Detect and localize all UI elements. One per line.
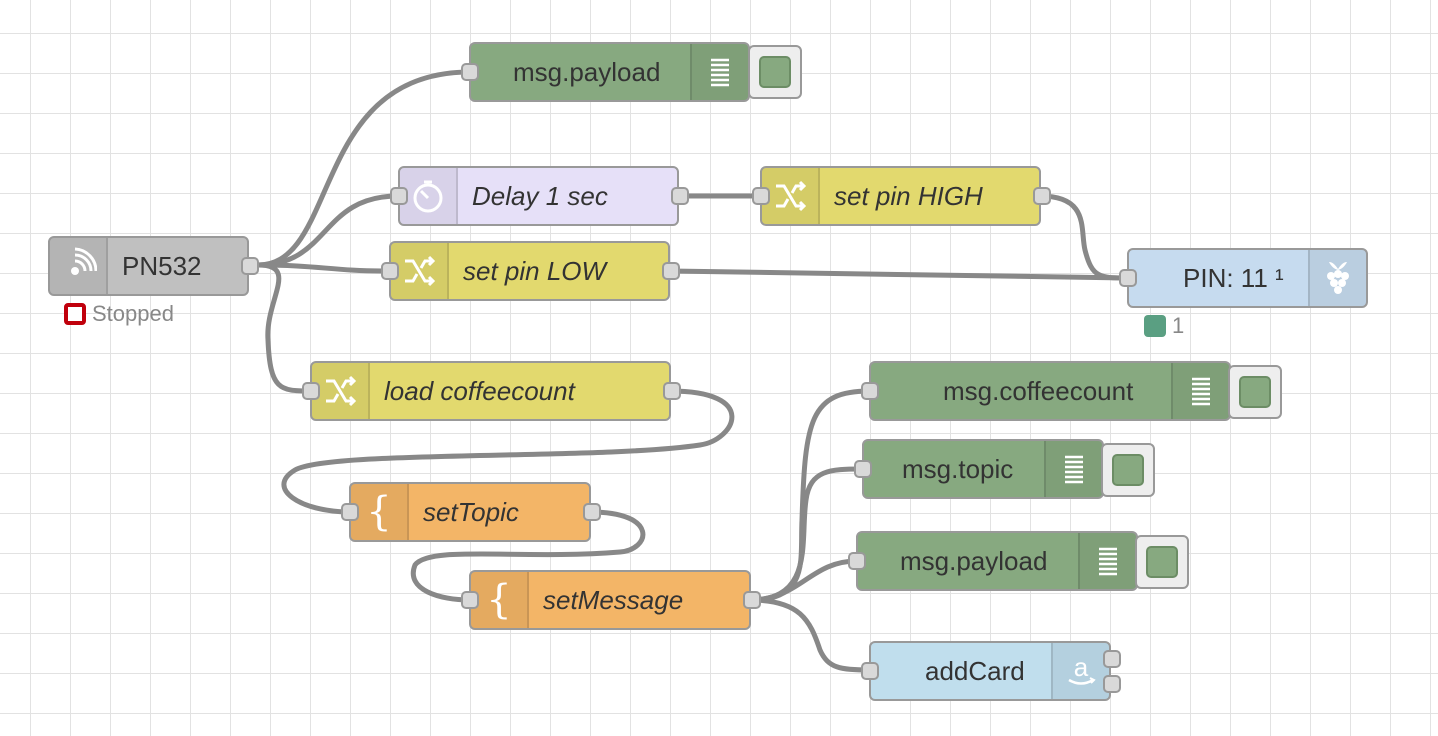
list-icon [690, 44, 748, 100]
input-port[interactable] [461, 591, 479, 609]
status-text: Stopped [92, 301, 174, 326]
pn532-node[interactable]: PN532 [48, 236, 259, 296]
output-port[interactable] [671, 187, 689, 205]
output-port[interactable] [583, 503, 601, 521]
node-label: msg.payload [900, 545, 1048, 576]
brace-icon: { [471, 572, 529, 628]
node-label: PIN: 11 ¹ [1183, 262, 1284, 293]
amazon-icon: a [1051, 643, 1109, 699]
node-label: PN532 [122, 250, 202, 281]
output-port[interactable] [1033, 187, 1051, 205]
output-port-2[interactable] [1103, 675, 1121, 693]
timer-icon [400, 168, 458, 224]
node-label: set pin HIGH [834, 180, 983, 211]
change-node-set-pin-low[interactable]: set pin LOW [381, 241, 680, 301]
node-label: Delay 1 sec [472, 180, 608, 211]
debug-toggle-button[interactable] [748, 45, 802, 99]
node-label: msg.topic [902, 453, 1014, 484]
node-label: load coffeecount [384, 375, 575, 406]
list-icon [1171, 363, 1229, 419]
output-port[interactable] [241, 257, 259, 275]
input-port[interactable] [848, 552, 866, 570]
raspberry-pi-icon [1308, 250, 1366, 306]
debug-toggle-button[interactable] [1101, 443, 1155, 497]
input-port[interactable] [861, 662, 879, 680]
node-label: set pin LOW [463, 255, 607, 286]
debug-node-topic[interactable]: msg.topic [854, 439, 1104, 499]
rpi-gpio-out-node[interactable]: PIN: 11 ¹ [1119, 248, 1368, 308]
input-port[interactable] [390, 187, 408, 205]
input-port[interactable] [1119, 269, 1137, 287]
shuffle-icon [762, 168, 820, 224]
input-port[interactable] [341, 503, 359, 521]
input-port[interactable] [752, 187, 770, 205]
debug-toggle-button[interactable] [1135, 535, 1189, 589]
status-text: 1 [1172, 313, 1185, 338]
node-label: addCard [925, 655, 1025, 686]
output-port[interactable] [663, 382, 681, 400]
pin11-status: 1 [1144, 313, 1184, 339]
debug-node-payload-bottom[interactable]: msg.payload [848, 531, 1138, 591]
shuffle-icon [391, 243, 449, 299]
svg-text:a: a [1074, 654, 1089, 682]
node-label: setTopic [423, 496, 519, 527]
output-port[interactable] [743, 591, 761, 609]
status-dot-icon [1144, 315, 1166, 337]
pn532-status: Stopped [64, 301, 174, 327]
node-label: setMessage [543, 584, 684, 615]
output-port[interactable] [662, 262, 680, 280]
delay-node[interactable]: Delay 1 sec [390, 166, 689, 226]
status-square-icon [64, 303, 86, 325]
debug-node-coffeecount[interactable]: msg.coffeecount [861, 361, 1231, 421]
nfc-icon [50, 238, 108, 294]
template-node-set-topic[interactable]: { setTopic [341, 482, 601, 542]
change-node-load-coffeecount[interactable]: load coffeecount [302, 361, 681, 421]
list-icon [1044, 441, 1102, 497]
input-port[interactable] [861, 382, 879, 400]
list-icon [1078, 533, 1136, 589]
amazon-node-add-card[interactable]: addCard a [861, 641, 1121, 701]
brace-icon: { [351, 484, 409, 540]
node-label: msg.payload [513, 56, 661, 87]
debug-node-payload-top[interactable]: msg.payload [461, 42, 750, 102]
node-label: msg.coffeecount [943, 375, 1134, 406]
input-port[interactable] [381, 262, 399, 280]
shuffle-icon [312, 363, 370, 419]
output-port-1[interactable] [1103, 650, 1121, 668]
input-port[interactable] [302, 382, 320, 400]
input-port[interactable] [854, 460, 872, 478]
template-node-set-message[interactable]: { setMessage [461, 570, 761, 630]
debug-toggle-button[interactable] [1228, 365, 1282, 419]
change-node-set-pin-high[interactable]: set pin HIGH [752, 166, 1051, 226]
input-port[interactable] [461, 63, 479, 81]
